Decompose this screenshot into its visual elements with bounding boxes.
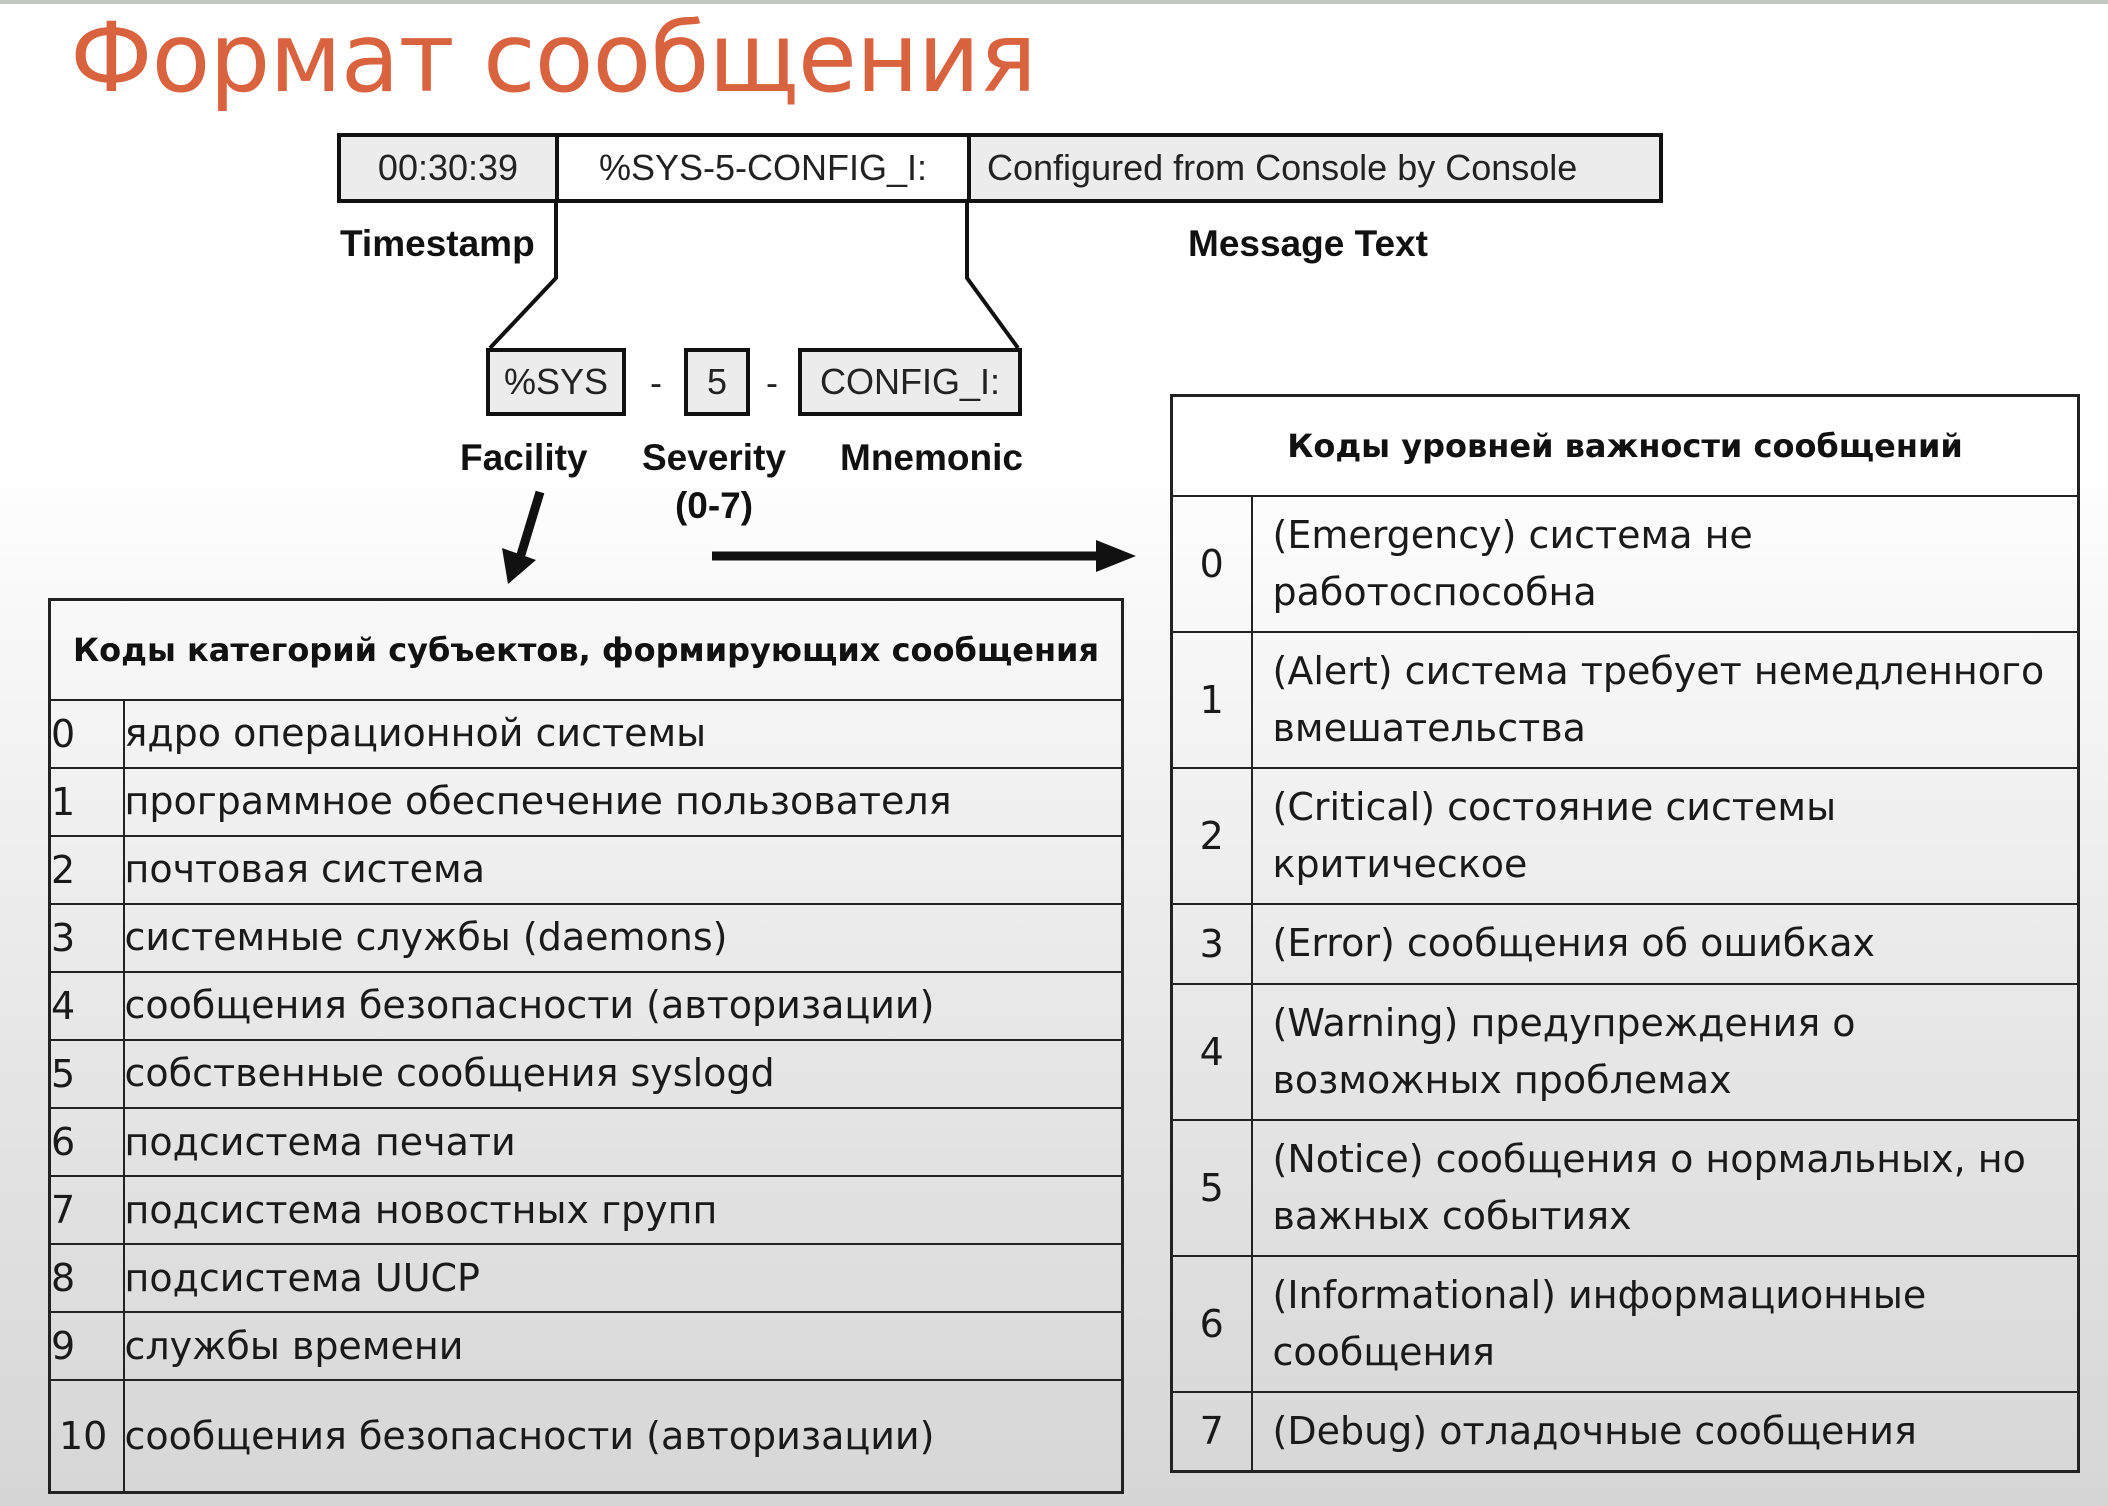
mnemonic-value: CONFIG_I: — [819, 361, 1001, 402]
severity-description: (Debug) отладочные сообщения — [1250, 1390, 2080, 1473]
severity-box: 5 — [684, 348, 750, 416]
facility-codes-table: Коды категорий субъектов, формирующих со… — [48, 598, 1124, 1494]
mnemonic-box: CONFIG_I: — [798, 348, 1022, 416]
facility-arrow-head — [502, 548, 536, 584]
message-text-value: Configured from Console by Console — [987, 147, 1578, 188]
table-row: 6(Informational) информационные сообщени… — [1170, 1254, 2080, 1393]
severity-description: (Notice) сообщения о нормальных, но важн… — [1250, 1118, 2080, 1257]
facility-code: 9 — [48, 1311, 125, 1382]
facility-code: 1 — [48, 766, 125, 837]
severity-description: (Emergency) система не работоспособна — [1250, 494, 2080, 633]
severity-codes-table: Коды уровней важности сообщений 0(Emerge… — [1170, 394, 2080, 1473]
severity-value: 5 — [706, 361, 728, 402]
top-border-line — [0, 0, 2108, 4]
mnemonic-label: Mnemonic — [840, 437, 1023, 478]
facility-arrow-shaft — [515, 490, 545, 560]
facility-description: ядро операционной системы — [122, 698, 1124, 769]
table-row: 0(Emergency) система не работоспособна — [1170, 494, 2080, 633]
severity-code: 7 — [1170, 1390, 1253, 1473]
facility-code: 10 — [48, 1379, 125, 1494]
severity-description: (Informational) информационные сообщения — [1250, 1254, 2080, 1393]
message-code-box: %SYS-5-CONFIG_I: — [555, 133, 971, 203]
severity-code: 3 — [1170, 902, 1253, 985]
table-row: 1(Alert) система требует немедленного вм… — [1170, 630, 2080, 769]
severity-arrow-head — [1096, 540, 1136, 572]
severity-code: 5 — [1170, 1118, 1253, 1257]
facility-description: подсистема UUCP — [122, 1243, 1124, 1314]
severity-description: (Error) сообщения об ошибках — [1250, 902, 2080, 985]
facility-description: службы времени — [122, 1311, 1124, 1382]
facility-description: почтовая система — [122, 834, 1124, 905]
right-bracket-line — [965, 200, 1020, 350]
timestamp-value: 00:30:39 — [377, 147, 519, 188]
facility-code: 3 — [48, 902, 125, 973]
message-code-value: %SYS-5-CONFIG_I: — [598, 147, 928, 188]
facility-table-header: Коды категорий субъектов, формирующих со… — [48, 598, 1124, 701]
severity-table-header: Коды уровней важности сообщений — [1170, 394, 2080, 497]
severity-code: 6 — [1170, 1254, 1253, 1393]
severity-description: (Warning) предупреждения о возможных про… — [1250, 982, 2080, 1121]
separator-dash-1: - — [650, 362, 662, 403]
severity-label-text: Severity — [642, 437, 786, 478]
facility-code: 6 — [48, 1106, 125, 1178]
severity-code: 4 — [1170, 982, 1253, 1121]
facility-code: 0 — [48, 698, 125, 769]
table-row: 5(Notice) сообщения о нормальных, но важ… — [1170, 1118, 2080, 1257]
facility-code: 4 — [48, 970, 125, 1041]
facility-description: сообщения безопасности (авторизации) — [122, 970, 1124, 1041]
facility-code: 7 — [48, 1175, 125, 1246]
facility-description: сообщения безопасности (авторизации) — [122, 1379, 1124, 1494]
facility-code: 5 — [48, 1038, 125, 1109]
facility-description: подсистема печати — [122, 1106, 1124, 1178]
severity-description: (Alert) система требует немедленного вме… — [1250, 630, 2080, 769]
table-row: 3(Error) сообщения об ошибках — [1170, 902, 2080, 985]
facility-value: %SYS — [503, 361, 609, 402]
facility-code: 2 — [48, 834, 125, 905]
facility-label: Facility — [460, 437, 588, 478]
message-text-label: Message Text — [1188, 223, 1428, 264]
slide-title: Формат сообщения — [70, 2, 1037, 114]
timestamp-label: Timestamp — [340, 223, 535, 264]
severity-range-text: (0-7) — [674, 485, 754, 526]
severity-description: (Critical) состояние системы критическое — [1250, 766, 2080, 905]
table-row: 2(Critical) состояние системы критическо… — [1170, 766, 2080, 905]
severity-code: 2 — [1170, 766, 1253, 905]
facility-description: программное обеспечение пользователя — [122, 766, 1124, 837]
separator-dash-2: - — [766, 362, 778, 403]
severity-code: 1 — [1170, 630, 1253, 769]
facility-box: %SYS — [486, 348, 626, 416]
facility-description: подсистема новостных групп — [122, 1175, 1124, 1246]
table-row: 7(Debug) отладочные сообщения — [1170, 1390, 2080, 1473]
facility-code: 8 — [48, 1243, 125, 1314]
message-text-box: Configured from Console by Console — [967, 133, 1663, 203]
facility-description: системные службы (daemons) — [122, 902, 1124, 973]
left-bracket-line — [488, 200, 558, 350]
facility-description: собственные сообщения syslogd — [122, 1038, 1124, 1109]
severity-code: 0 — [1170, 494, 1253, 633]
table-row: 4(Warning) предупреждения о возможных пр… — [1170, 982, 2080, 1121]
severity-label: Severity (0-7) — [632, 434, 796, 530]
timestamp-box: 00:30:39 — [337, 133, 559, 203]
